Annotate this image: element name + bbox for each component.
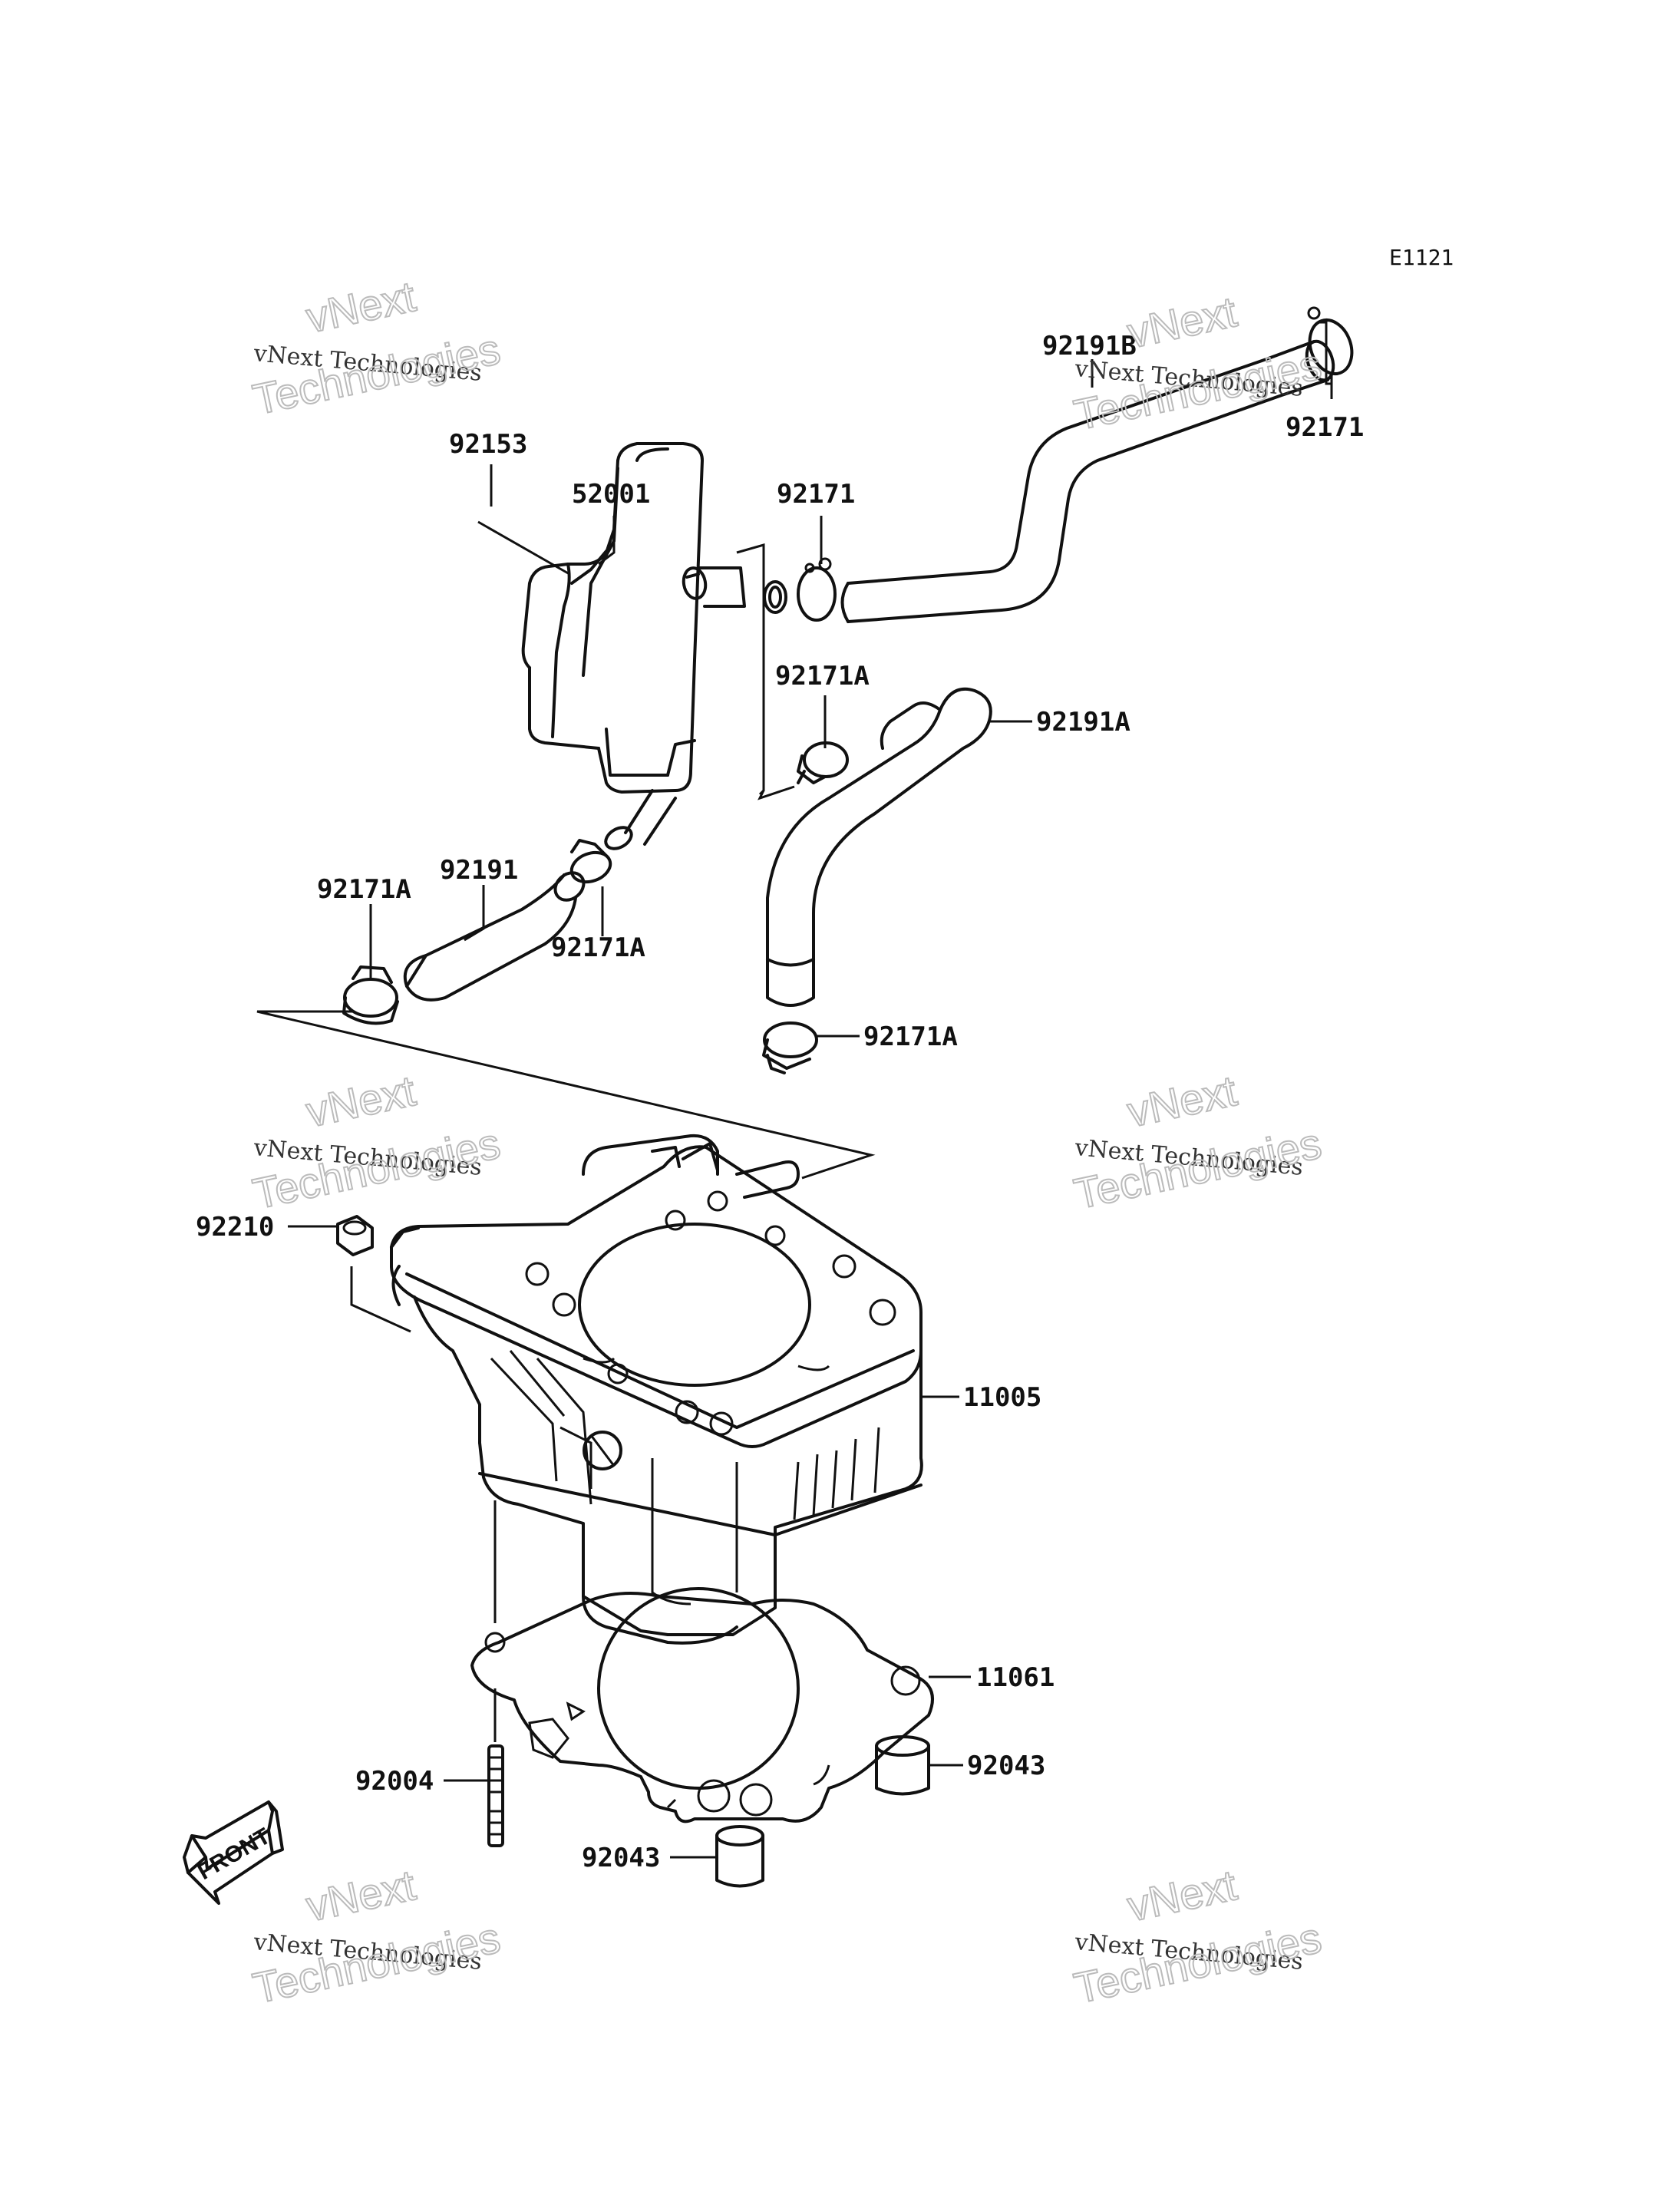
callout-92171-top-right: 92171 (1286, 412, 1364, 443)
watermark-bottom-right: vNext vNext Technologies Technologies (1069, 1860, 1326, 2013)
leader-lines (288, 321, 1333, 1859)
dowel-92043-right (875, 1735, 930, 1796)
callout-11005: 11005 (963, 1382, 1041, 1413)
clamp-92171A-mid (797, 741, 849, 784)
assembly-line-nut (350, 1266, 411, 1333)
svg-text:Technologies: Technologies (249, 1119, 504, 1219)
svg-text:Technologies: Technologies (249, 325, 504, 424)
watermark-mid-left: vNext vNext Technologies Technologies (248, 1065, 505, 1219)
svg-text:vNext: vNext (1123, 1860, 1241, 1930)
clamp-92171-top-mid (797, 557, 837, 622)
callout-92191A: 92191A (1036, 707, 1130, 738)
svg-text:Technologies: Technologies (1070, 1119, 1325, 1219)
svg-text:vNext: vNext (302, 1066, 420, 1136)
stud-92004 (487, 1744, 504, 1847)
hose-92191A (766, 687, 992, 1007)
cylinder-11005 (390, 1134, 923, 1645)
callout-92043-right: 92043 (967, 1751, 1045, 1781)
callout-52001: 52001 (572, 479, 650, 510)
assembly-line (256, 1010, 876, 1180)
svg-text:vNext: vNext (1123, 1066, 1241, 1136)
callout-92153: 92153 (449, 429, 527, 460)
callout-92171-top-mid: 92171 (777, 479, 855, 510)
callout-11061: 11061 (976, 1662, 1055, 1693)
watermark-top-left: vNext vNext Technologies Technologies (248, 271, 505, 424)
svg-text:Technologies: Technologies (1070, 1913, 1325, 2013)
nut-92210 (336, 1215, 374, 1256)
callout-92210: 92210 (196, 1212, 274, 1243)
svg-text:vNext: vNext (302, 1860, 420, 1930)
svg-text:Technologies: Technologies (249, 1913, 504, 2013)
front-arrow-icon: FRONT (183, 1800, 284, 1905)
clamp-92171A-center (569, 839, 612, 884)
gasket-11061 (470, 1587, 934, 1823)
diagram-code: E1121 (1389, 245, 1454, 270)
watermark-bottom-left: vNext vNext Technologies Technologies (248, 1860, 505, 2013)
svg-text:vNext: vNext (302, 272, 420, 342)
callout-92004: 92004 (355, 1766, 434, 1797)
ring-connector (763, 580, 787, 614)
callout-92171A-center: 92171A (551, 932, 645, 963)
callout-92191: 92191 (440, 855, 518, 886)
watermark-mid-right: vNext vNext Technologies Technologies (1069, 1065, 1326, 1219)
callout-92043-bottom: 92043 (582, 1843, 660, 1873)
clamp-92171A-left (342, 965, 399, 1025)
callout-92171A-left: 92171A (317, 874, 411, 905)
clamp-92171A-lower (762, 1021, 818, 1074)
callout-92171A-mid: 92171A (775, 661, 870, 691)
dowel-92043-bottom (715, 1825, 764, 1888)
assembly-bracket-line-2 (757, 785, 795, 800)
svg-text:vNext: vNext (1123, 287, 1241, 357)
hose-92191 (403, 871, 586, 1002)
clamp-92171-top-right (1307, 306, 1354, 375)
front-label: FRONT (193, 1823, 275, 1885)
callout-92171A-lower: 92171A (863, 1021, 958, 1052)
breather-box-52001 (521, 442, 746, 850)
callout-92191B: 92191B (1042, 331, 1137, 361)
